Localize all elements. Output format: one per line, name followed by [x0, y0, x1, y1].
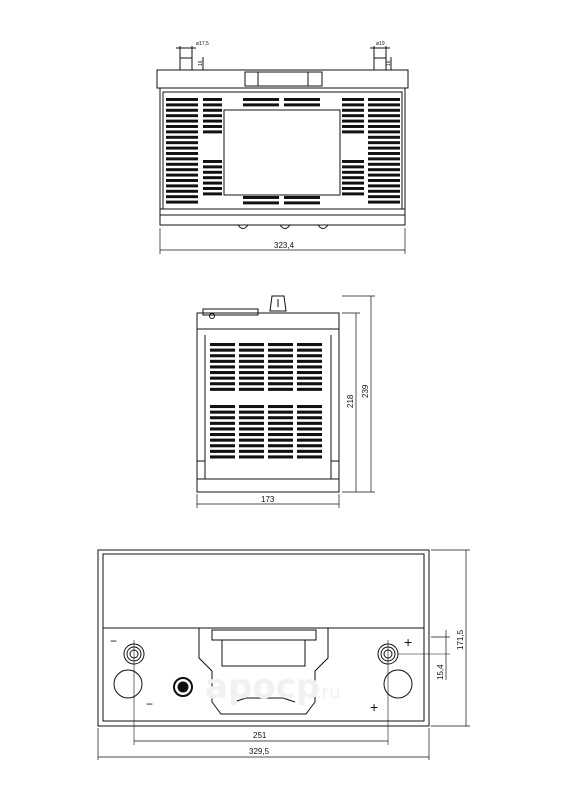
grille-top-strip-4 [284, 196, 320, 205]
watermark-domain: .ru [316, 682, 341, 703]
side-view [196, 295, 375, 508]
top-handle [244, 71, 323, 87]
plan-view [97, 549, 470, 760]
grille-top-col-2-lower [203, 160, 222, 196]
grille-top-strip-3 [243, 196, 279, 205]
grille-side-lower-2 [239, 405, 264, 459]
top-view [156, 46, 409, 254]
side-terminal [269, 295, 287, 312]
top-lid [156, 69, 409, 89]
plan-vent-right [383, 669, 413, 699]
grille-top-strip-1 [243, 98, 279, 107]
top-terminal-left [179, 57, 193, 71]
grille-top-col-2-upper [203, 98, 222, 134]
plan-plus-sign: + [404, 634, 412, 650]
dim-side-width: 173 [261, 495, 275, 504]
dim-top-terminal-left-diameter: ø17,5 [196, 41, 209, 47]
plan-minus-sign: − [110, 634, 117, 648]
dim-plan-hole-distance: 251 [253, 731, 267, 740]
dim-top-terminal-left-height: 16 [198, 60, 204, 66]
dim-top-terminal-right-height: 16 [386, 60, 392, 66]
dim-side-total-height: 239 [361, 384, 370, 398]
grille-top-col-6 [368, 98, 400, 204]
plan-lower-panel [102, 627, 425, 722]
plan-cover [102, 553, 425, 629]
grille-side-lower-3 [268, 405, 293, 459]
plan-plus-sign-bottom: + [370, 699, 378, 715]
side-lid-plug [202, 308, 259, 316]
grille-top-col-5-lower [342, 160, 364, 196]
dim-plan-terminal-offset: 15,4 [436, 664, 445, 680]
grille-side-lower-4 [297, 405, 322, 459]
top-vent-grilles [166, 98, 400, 205]
grille-top-strip-2 [284, 98, 320, 107]
plan-minus-sign-bottom: − [146, 697, 153, 711]
plan-outline [97, 549, 430, 727]
side-base [196, 478, 340, 493]
plan-indicator-eye [173, 677, 193, 697]
side-vent-grilles [210, 343, 322, 459]
grille-side-upper-4 [297, 343, 322, 391]
dim-plan-height: 171,5 [456, 629, 465, 650]
grille-side-lower-1 [210, 405, 235, 459]
top-label-area [223, 109, 341, 196]
top-body [159, 87, 406, 226]
dim-plan-length-total: 329,5 [249, 747, 270, 756]
watermark-logo: ароср [205, 667, 320, 707]
plan-vent-left [113, 669, 143, 699]
grille-top-col-5-upper [342, 98, 364, 134]
grille-side-upper-3 [268, 343, 293, 391]
dim-top-length: 323,4 [274, 241, 295, 250]
grille-side-upper-1 [210, 343, 235, 391]
grille-side-upper-2 [239, 343, 264, 391]
dim-side-case-height: 218 [346, 394, 355, 408]
grille-top-col-1 [166, 98, 198, 204]
top-terminal-right [373, 57, 387, 71]
plan-handle-channel [198, 628, 329, 715]
dim-top-terminal-right-diameter: ø19 [376, 41, 385, 47]
